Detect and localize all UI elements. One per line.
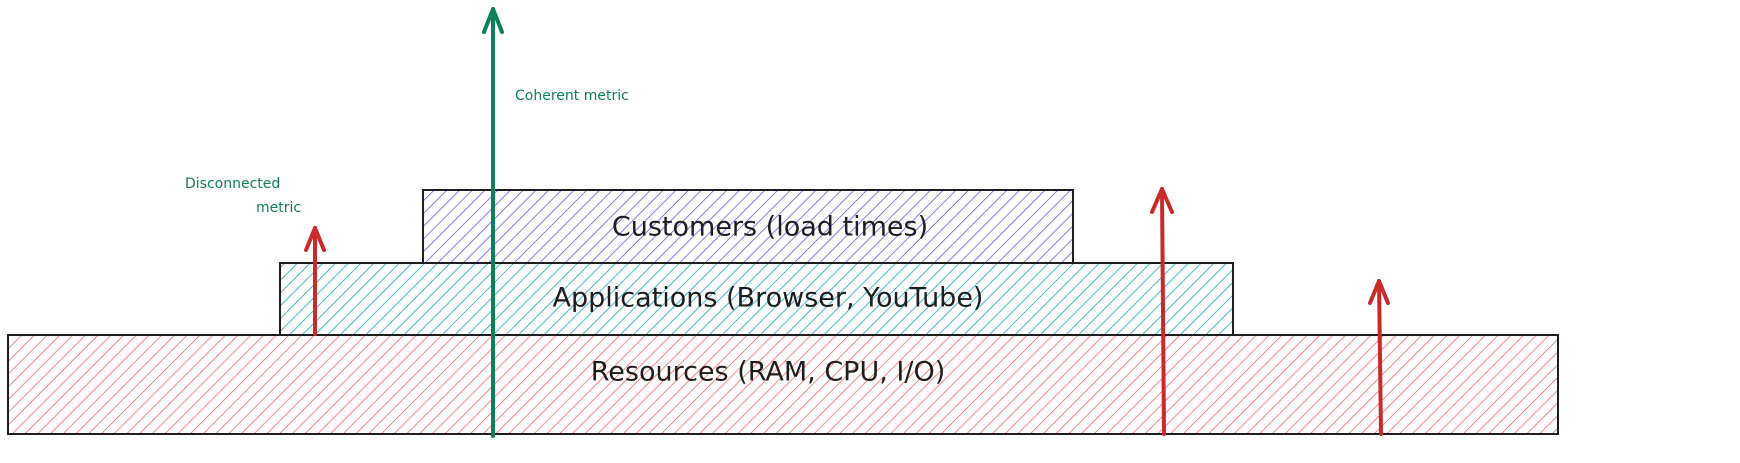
resources-label: Resources (RAM, CPU, I/O): [591, 357, 946, 388]
disconnected-metric-arrow-2: [1150, 187, 1174, 436]
coherent-metric-arrow: [482, 7, 504, 438]
disconnected-metric-arrow-3: [1368, 279, 1390, 436]
applications-layer: Applications (Browser, YouTube): [279, 262, 1234, 336]
resources-layer: Resources (RAM, CPU, I/O): [7, 334, 1559, 435]
disconnected-metric-label-line2: metric: [256, 200, 301, 216]
applications-label: Applications (Browser, YouTube): [553, 283, 984, 314]
customers-label: Customers (load times): [612, 212, 928, 243]
coherent-metric-label: Coherent metric: [515, 88, 629, 104]
customers-layer: Customers (load times): [422, 189, 1074, 264]
disconnected-metric-arrow-1: [304, 226, 326, 336]
disconnected-metric-label-line1: Disconnected: [185, 176, 280, 192]
